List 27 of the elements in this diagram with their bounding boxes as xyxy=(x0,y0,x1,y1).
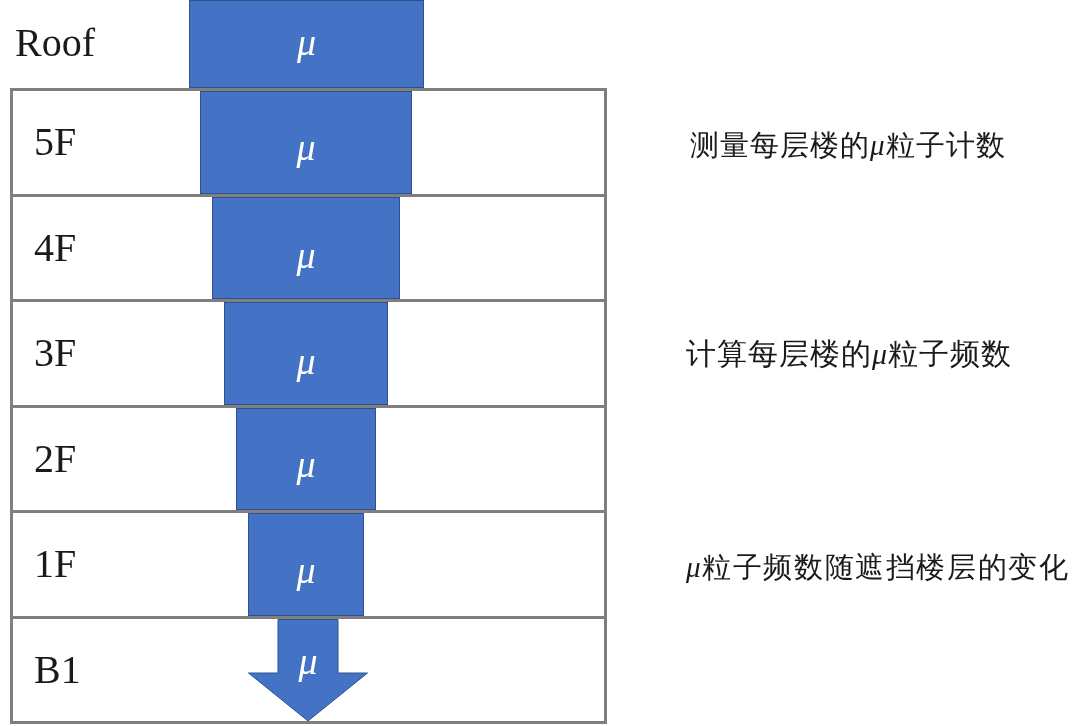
floor-label: 1F xyxy=(34,544,77,585)
muon-flux-block xyxy=(200,91,412,194)
muon-flux-block xyxy=(189,0,424,88)
floor-label: B1 xyxy=(34,649,81,690)
muon-symbol: μ xyxy=(298,641,318,680)
muon-symbol: μ xyxy=(296,23,317,61)
floor-label: 3F xyxy=(34,333,77,374)
muon-symbol: μ xyxy=(296,341,316,380)
floor-label: 4F xyxy=(34,227,77,268)
floor-band xyxy=(10,299,607,408)
muon-flux-block xyxy=(212,196,400,299)
step-text: 测量每层楼的μ粒子计数 xyxy=(690,131,1006,160)
muon-flux-block xyxy=(236,407,376,510)
floor-band xyxy=(10,88,607,197)
floor-label: 5F xyxy=(34,122,77,163)
floor-label: 2F xyxy=(34,438,77,479)
step-text: μ粒子频数随遮挡楼层的变化 xyxy=(686,553,1070,582)
muon-flux-block xyxy=(248,513,364,616)
muon-flux-block xyxy=(224,302,388,405)
down-block-arrow xyxy=(248,618,368,721)
muon-symbol: μ xyxy=(296,235,316,274)
muon-symbol: μ xyxy=(296,128,316,167)
muon-symbol: μ xyxy=(296,551,316,590)
step-text: 计算每层楼的μ粒子频数 xyxy=(686,339,1013,369)
floor-band xyxy=(10,510,607,619)
floor-label: Roof xyxy=(15,23,95,63)
muon-symbol: μ xyxy=(296,444,316,483)
